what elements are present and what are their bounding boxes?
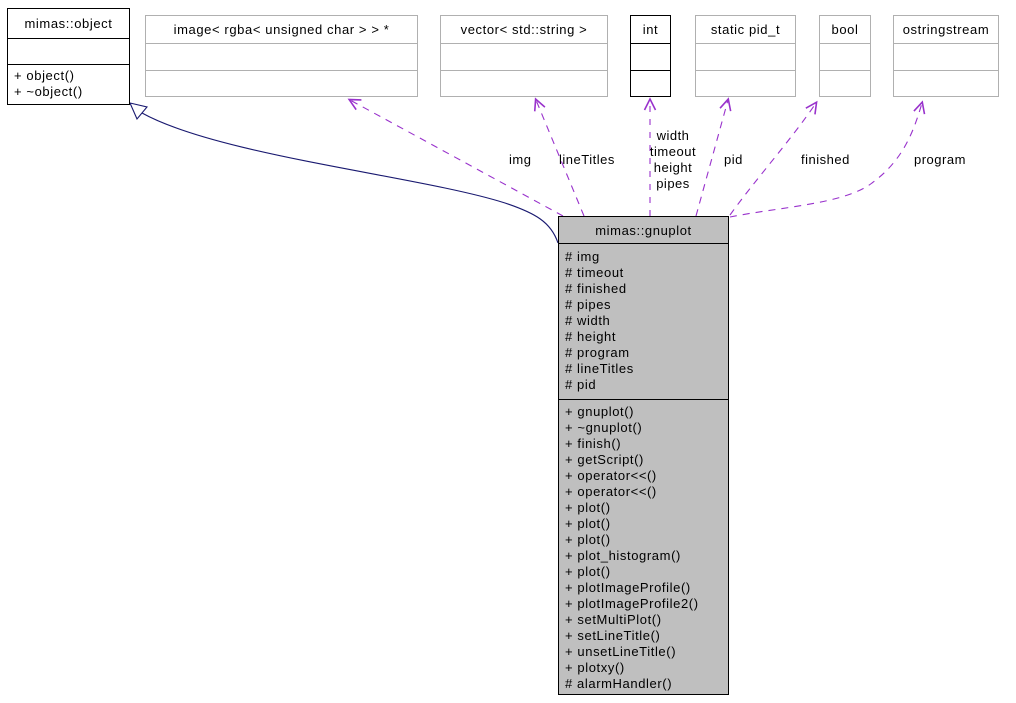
class-title: bool — [831, 22, 859, 37]
member-row: + plot() — [565, 500, 611, 515]
member-row: + setMultiPlot() — [565, 612, 662, 627]
edge-label-stack-int: width timeout height pipes — [645, 128, 701, 192]
member-row: # program — [565, 345, 630, 360]
inheritance-arrowhead — [129, 102, 148, 121]
class-box-static-pid-t: static pid_t — [695, 15, 796, 97]
attributes-section-empty — [441, 43, 607, 70]
member-row: + plot() — [565, 516, 611, 531]
edge-label-width: width — [656, 128, 690, 143]
member-row: + object() — [14, 68, 75, 83]
member-row: + unsetLineTitle() — [565, 644, 677, 659]
attributes-section-empty — [631, 43, 670, 70]
edge-label-program: program — [914, 152, 966, 167]
methods-section: + object()+ ~object() — [8, 64, 129, 104]
class-box-ostringstream: ostringstream — [893, 15, 999, 97]
member-row: # img — [565, 249, 600, 264]
member-row: + plotxy() — [565, 660, 625, 675]
member-row: + plot() — [565, 564, 611, 579]
member-row: # lineTitles — [565, 361, 634, 376]
class-box-image-rgba: image< rgba< unsigned char > > * — [145, 15, 418, 97]
member-row: + gnuplot() — [565, 404, 635, 419]
attributes-section-empty — [696, 43, 795, 70]
edge-label-timeout: timeout — [649, 144, 697, 159]
edge-linetitles — [533, 97, 585, 217]
attributes-section-empty — [820, 43, 870, 70]
member-row: # pid — [565, 377, 597, 392]
member-row: # alarmHandler() — [565, 676, 673, 691]
member-row: + setLineTitle() — [565, 628, 661, 643]
class-box-mimas-object[interactable]: mimas::object + object()+ ~object() — [7, 8, 130, 105]
edge-label-height: height — [653, 160, 693, 175]
class-title: static pid_t — [710, 22, 781, 37]
member-row: + operator<<() — [565, 468, 657, 483]
class-title: int — [642, 22, 659, 37]
edge-finished — [729, 100, 818, 216]
methods-section: + gnuplot()+ ~gnuplot()+ finish()+ getSc… — [559, 399, 728, 694]
attributes-section-empty — [8, 38, 129, 64]
methods-section-empty — [146, 70, 417, 96]
member-row: # finished — [565, 281, 627, 296]
edge-program — [729, 100, 926, 218]
methods-section-empty — [894, 70, 998, 96]
class-box-mimas-gnuplot[interactable]: mimas::gnuplot # img# timeout# finished#… — [558, 216, 729, 695]
edge-inheritance — [141, 112, 559, 244]
edge-label-pid: pid — [724, 152, 743, 167]
class-title: image< rgba< unsigned char > > * — [173, 22, 390, 37]
attributes-section-empty — [894, 43, 998, 70]
methods-section-empty — [441, 70, 607, 96]
member-row: + ~gnuplot() — [565, 420, 643, 435]
member-row: + plotImageProfile() — [565, 580, 691, 595]
member-row: + operator<<() — [565, 484, 657, 499]
methods-section-empty — [820, 70, 870, 96]
member-row: + getScript() — [565, 452, 644, 467]
class-title: mimas::object — [24, 16, 113, 31]
attributes-section: # img# timeout# finished# pipes# width# … — [559, 243, 728, 399]
edge-img — [347, 98, 564, 217]
edge-label-pipes: pipes — [656, 176, 690, 191]
attributes-section-empty — [146, 43, 417, 70]
edge-label-linetitles: lineTitles — [559, 152, 615, 167]
member-row: # pipes — [565, 297, 612, 312]
member-row: + plot_histogram() — [565, 548, 681, 563]
member-row: + finish() — [565, 436, 622, 451]
class-box-bool: bool — [819, 15, 871, 97]
member-row: + plotImageProfile2() — [565, 596, 699, 611]
member-row: # timeout — [565, 265, 624, 280]
edge-label-finished: finished — [801, 152, 850, 167]
class-title: vector< std::string > — [460, 22, 588, 37]
class-title: ostringstream — [902, 22, 990, 37]
class-box-vector-string: vector< std::string > — [440, 15, 608, 97]
member-row: + plot() — [565, 532, 611, 547]
methods-section-empty — [631, 70, 670, 96]
methods-section-empty — [696, 70, 795, 96]
class-title: mimas::gnuplot — [595, 222, 692, 238]
member-row: # height — [565, 329, 617, 344]
member-row: + ~object() — [14, 84, 83, 99]
edge-label-img: img — [509, 152, 532, 167]
class-box-int[interactable]: int — [630, 15, 671, 97]
member-row: # width — [565, 313, 611, 328]
